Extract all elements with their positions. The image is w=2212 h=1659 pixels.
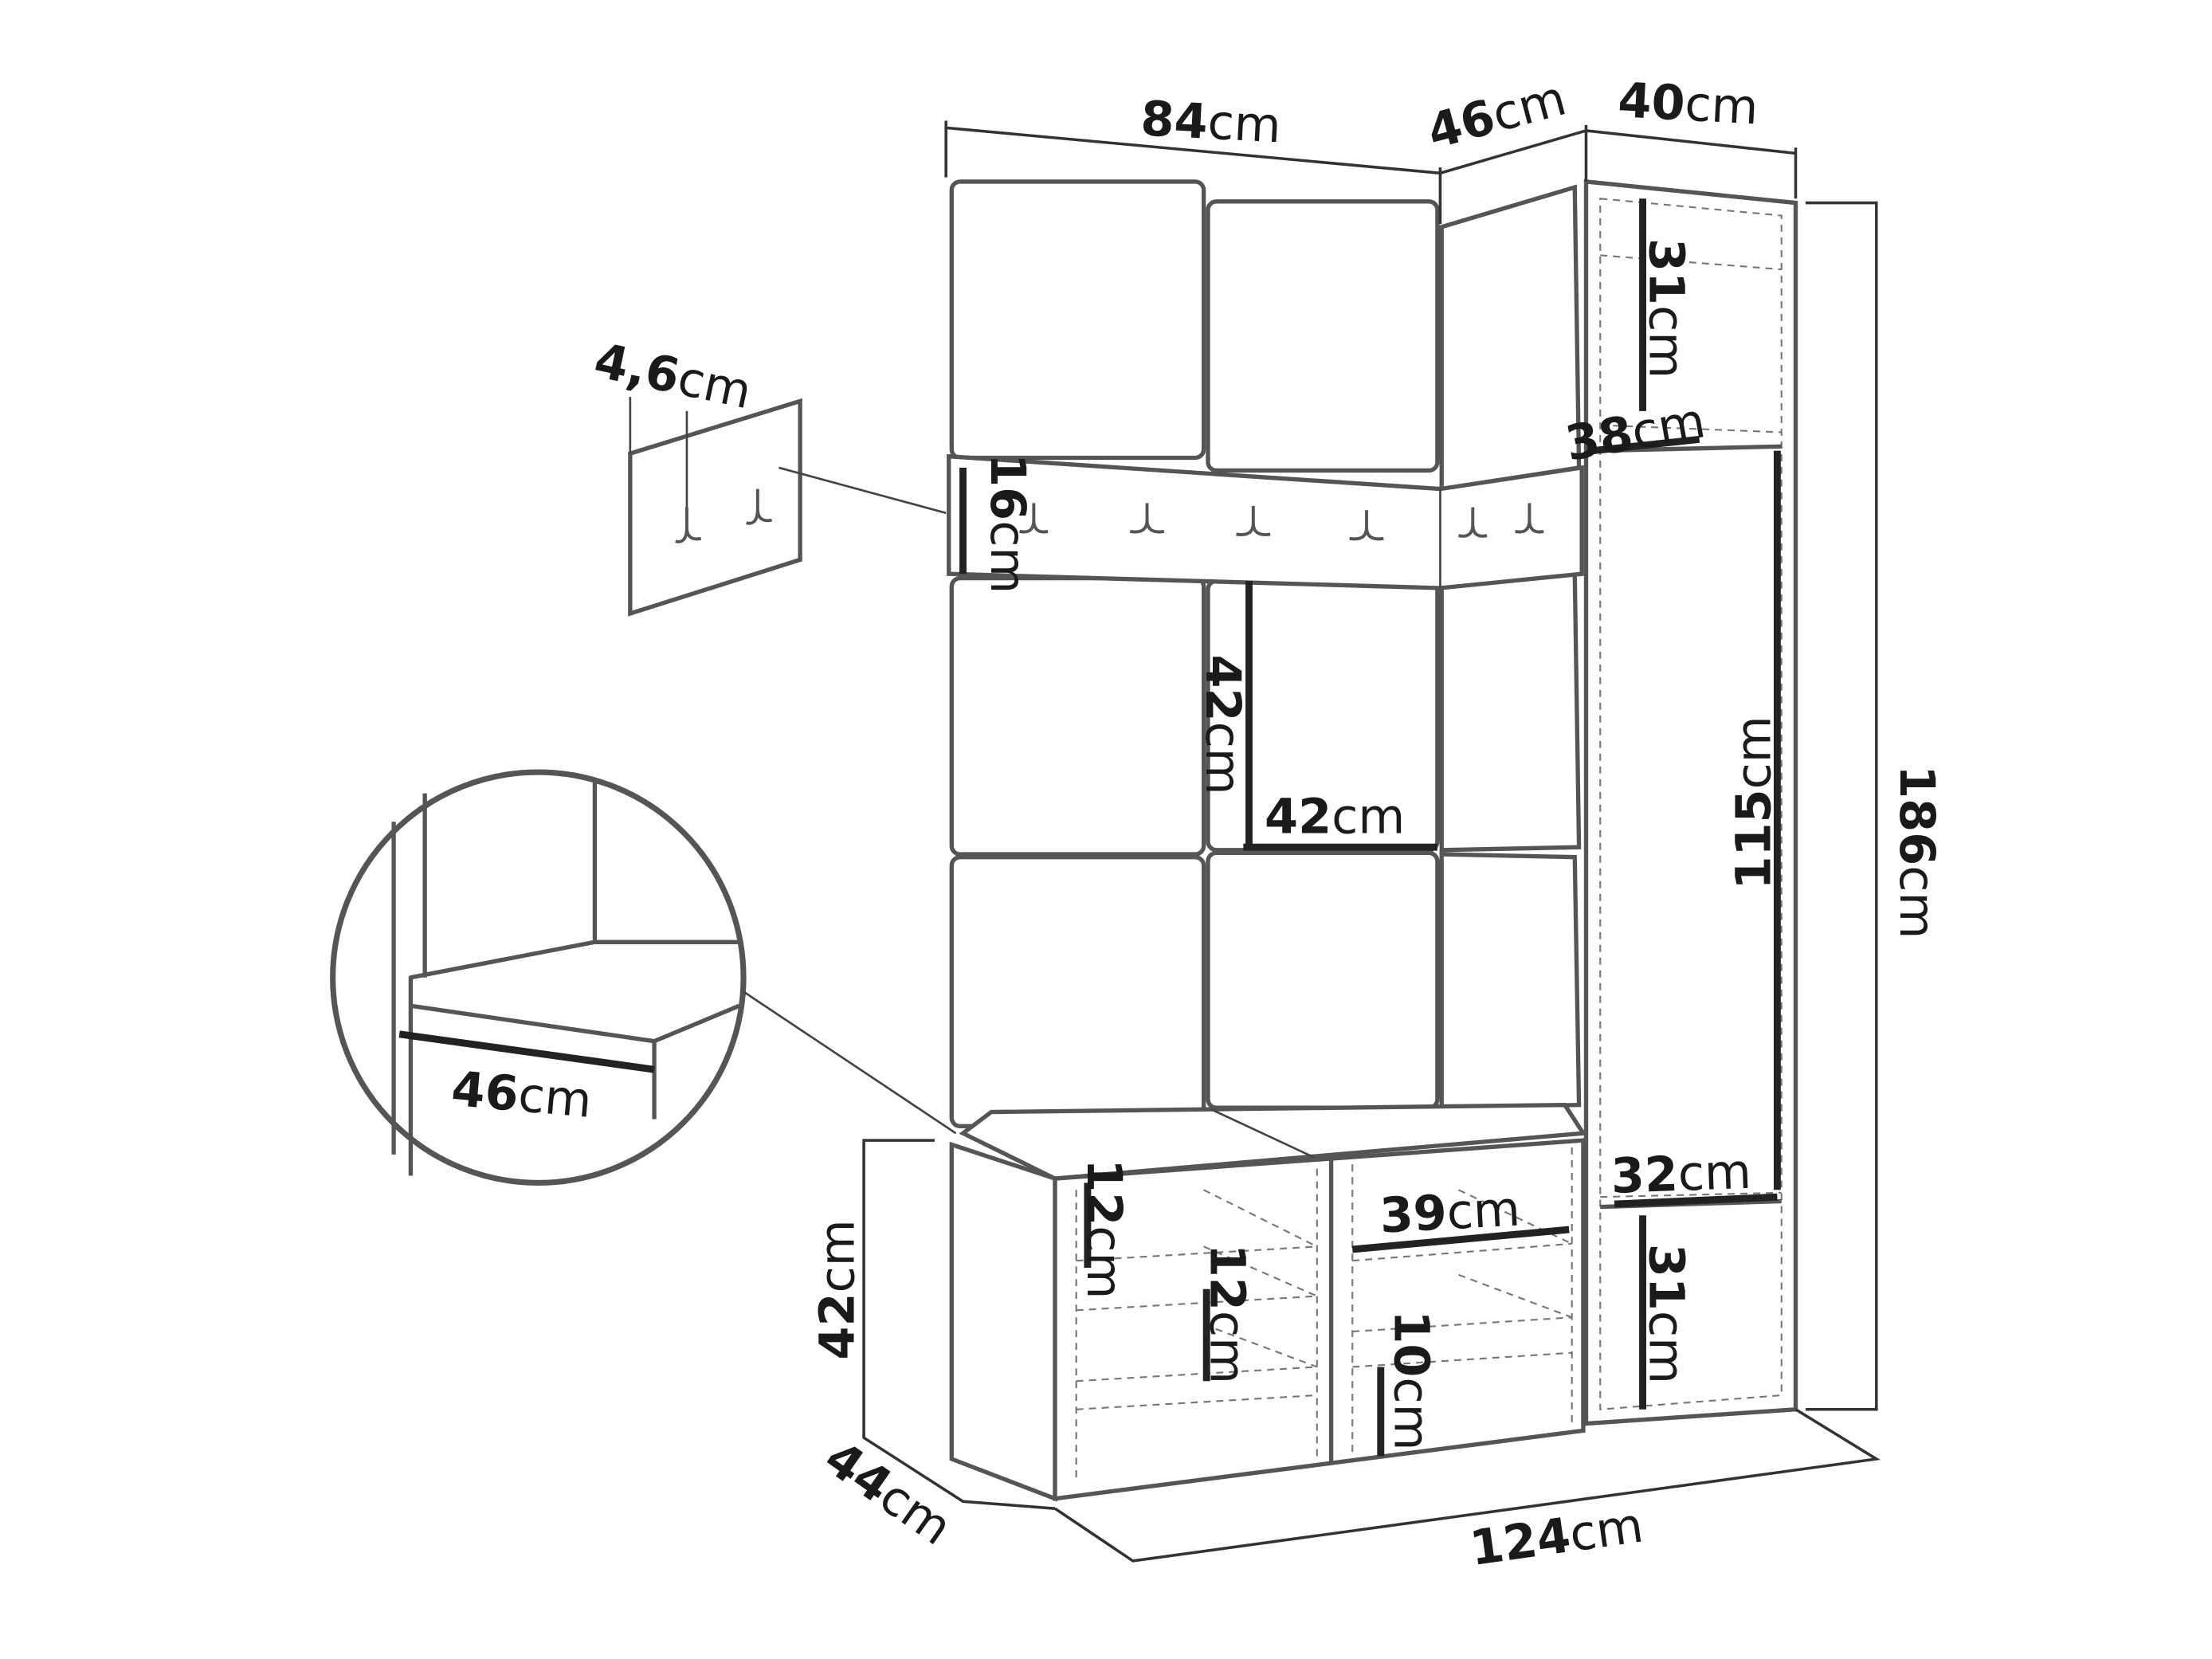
dim-drawer-width: 39cm — [1379, 1181, 1522, 1244]
dim-cabinet-inner-width: 38cm — [1562, 393, 1710, 473]
hook-icon — [1019, 503, 1544, 541]
dim-seat-depth: 46cm — [449, 1061, 594, 1129]
dim-shelf-right: 10cm — [1383, 1310, 1439, 1450]
hook-board-detail — [628, 397, 947, 617]
dim-cabinet-hanging-height: 115cm — [1727, 716, 1783, 889]
dim-total-width: 124cm — [1467, 1497, 1647, 1577]
dim-top-left-width: 84cm — [1139, 91, 1283, 154]
dim-shelf-left-2: 12cm — [1199, 1244, 1255, 1384]
dim-cabinet-top-shelf: 31cm — [1637, 238, 1693, 378]
dim-depth: 44cm — [814, 1430, 961, 1556]
bench — [949, 1102, 1587, 1502]
dim-shelf-left-1: 12cm — [1076, 1159, 1131, 1299]
dim-top-corner-width: 46cm — [1422, 70, 1571, 160]
hook-rail — [947, 453, 1584, 590]
dim-cabinet-width: 40cm — [1617, 73, 1760, 135]
dim-bench-height: 42cm — [810, 1219, 866, 1359]
dim-cabinet-bottom-width: 32cm — [1610, 1144, 1752, 1205]
dim-panel-height: 42cm — [1194, 655, 1250, 795]
dim-hook-depth: 4,6cm — [590, 333, 756, 421]
dim-total-height: 186cm — [1888, 765, 1944, 939]
dim-cabinet-bottom-shelf: 31cm — [1637, 1244, 1693, 1384]
back-panels — [949, 179, 1582, 1128]
seat-detail-circle — [330, 769, 957, 1186]
dim-panel-width: 42cm — [1265, 789, 1405, 845]
dimension-lines — [862, 120, 1881, 1563]
dim-hook-rail-height: 16cm — [979, 453, 1035, 594]
